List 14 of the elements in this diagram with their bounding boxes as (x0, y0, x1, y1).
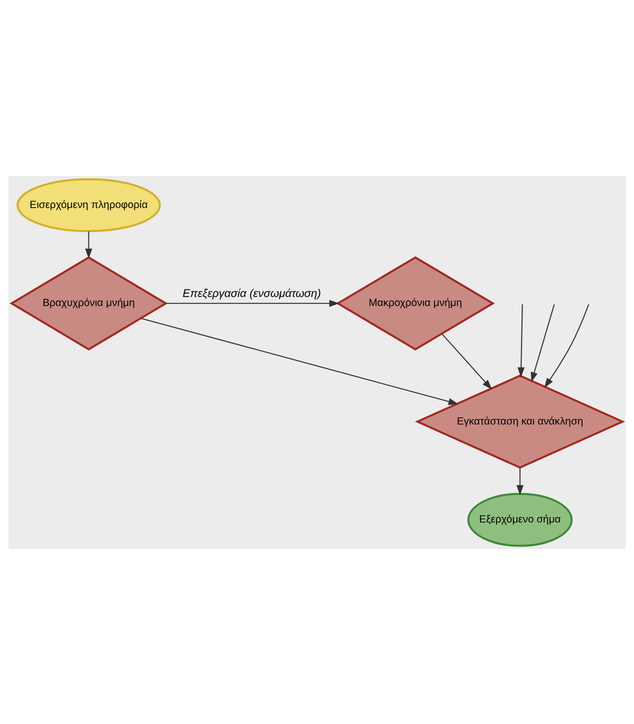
arrow (166, 299, 340, 306)
node-ellipse: Εξερχόμενο σήμα (467, 492, 573, 546)
arrow (442, 333, 492, 390)
arrow (140, 317, 459, 404)
node-ellipse: Εισερχόμενη πληροφορία (16, 178, 161, 232)
arrow (518, 304, 525, 377)
node-diamond: Εγκατάσταση και ανάκληση (414, 374, 626, 468)
arrow (544, 304, 590, 388)
edge-label: Επεξεργασία (ενσωμάτωση) (182, 288, 321, 300)
node-diamond: Βραχυχρόνια μνήμη (10, 256, 168, 350)
arrow (85, 230, 92, 258)
arrow (530, 304, 555, 382)
node-diamond: Μακροχρόνια μνήμη (336, 256, 495, 350)
arrow (516, 467, 524, 495)
